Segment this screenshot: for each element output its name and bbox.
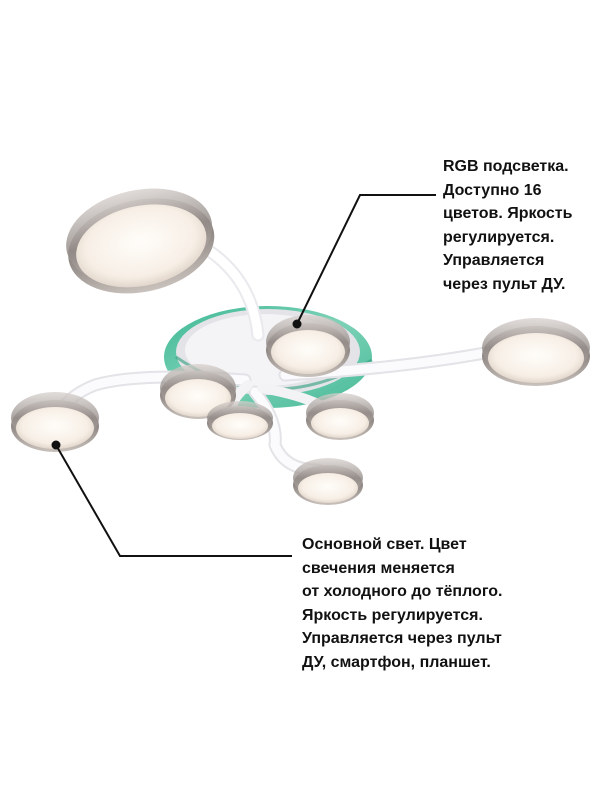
main-line-2: свечения меняется — [302, 559, 455, 577]
rgb-line-3: цветов. Яркость — [443, 205, 573, 222]
lamp-shade-left — [11, 392, 99, 452]
rgb-line-2: Доступно 16 — [443, 181, 542, 199]
rgb-line-1: RGB подсветка. — [443, 158, 569, 175]
lamp-shade-inner-right — [306, 393, 374, 440]
main-line-6: ДУ, смартфон, планшет. — [302, 653, 491, 671]
rgb-backlight-description: RGB подсветка. Доступно 16 цветов. Яркос… — [443, 155, 572, 296]
rgb-leader-line — [296, 194, 436, 325]
lamp-shade-inner-bottom — [207, 401, 273, 440]
lamp-shade-center — [266, 315, 350, 377]
rgb-line-6: через пульт ДУ. — [443, 275, 566, 293]
rgb-leader-dot — [292, 319, 302, 329]
rgb-line-4: регулируется. — [443, 228, 555, 246]
rgb-line-5: Управляется — [443, 252, 545, 269]
lamp-shade-right — [482, 318, 590, 386]
callout-leader-lines — [51, 194, 436, 557]
main-leader-dot — [51, 440, 61, 450]
main-light-description: Основной свет. Цвет свечения меняется от… — [302, 533, 502, 674]
lamp-shade-bottom — [293, 458, 363, 505]
main-line-1: Основной свет. Цвет — [302, 536, 467, 553]
main-line-5: Управляется через пульт — [302, 630, 502, 647]
main-leader-line — [55, 444, 292, 557]
main-line-3: от холодного до тёплого. — [302, 583, 503, 600]
main-line-4: Яркость регулируется. — [302, 606, 483, 624]
lamp-shade-large — [66, 188, 215, 294]
